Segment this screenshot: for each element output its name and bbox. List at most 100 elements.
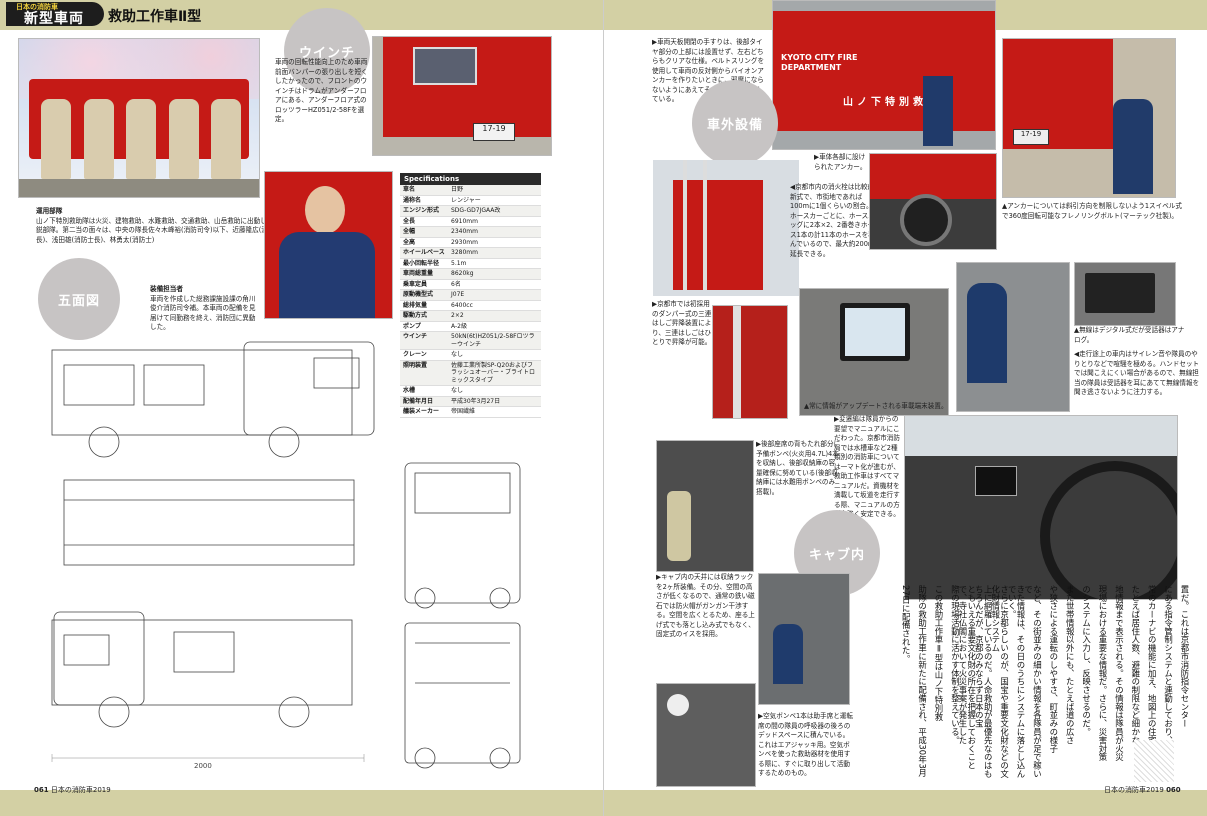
spec-key: 水槽	[400, 385, 448, 397]
officer-caption-title: 装備担当者	[150, 285, 183, 293]
body-text-column: 際の現場活動に活かす体制を整えている。	[950, 585, 961, 745]
ladder-truck-photo	[653, 160, 799, 296]
air-tank-photo	[656, 683, 756, 787]
officer-photo	[264, 171, 393, 319]
spec-key: 乗車定員	[400, 279, 448, 290]
truck-side-photo: KYOTO CITY FIRE DEPARTMENT 山ノ下特別救助隊	[772, 0, 996, 150]
radio-caption: ▲無線はデジタル式だが受話器はアナログ。	[1074, 326, 1185, 344]
spec-row: 水槽なし	[400, 385, 541, 397]
spec-value: J07E	[448, 289, 541, 301]
winch-photo: 17-19	[372, 36, 552, 156]
ladder-caption: ▶京都市では初採用のダンパー式の三連はしご昇降装置により、三連はしごはひとりで昇…	[652, 300, 712, 347]
crew-caption-title: 運用部隊	[36, 207, 63, 215]
five-view-blueprint: 2000	[51, 341, 375, 770]
spec-value: A-2級	[448, 321, 541, 332]
spec-value: 日野	[448, 185, 541, 196]
spec-key: ウインチ	[400, 331, 448, 350]
anchor-photo-plate: 17-19	[1013, 129, 1049, 145]
spec-value: 佐藤工業所製SP-Q20およびフラッシュオーバー・ブライトロミックスタイプ	[448, 360, 541, 386]
decorative-hatch	[1134, 740, 1174, 782]
dashboard-photo	[904, 415, 1178, 600]
crew-caption-body: 山ノ下特別救助隊は火災、建物救助、水難救助、交通救助、山岳救助に出動し、人命救助…	[36, 216, 353, 244]
paper-caption: ▶変遷編は隊員からの要望でマニュアルにこだわった。京都市消防局では水槽車など2種…	[834, 415, 900, 519]
spec-value: なし	[448, 385, 541, 397]
badge-small-text: 日本の消防車	[16, 3, 58, 11]
spec-value: レンジャー	[448, 195, 541, 206]
spec-key: 艤装メーカー	[400, 406, 448, 418]
officer-caption-body: 車両を作成した総務課施設課の角川俊介消防司令補。本車両の配備を見届けて同勤務を終…	[150, 294, 256, 332]
spec-value: 帝国繊維	[448, 406, 541, 418]
body-text-column: 上に網羅しているのだ。人命救助が最優先なのはもちろんだが、京都のみならず日本の宝	[974, 585, 994, 778]
radio-photo	[1074, 262, 1176, 326]
page-gutter	[603, 0, 604, 816]
spec-key: 車両総重量	[400, 268, 448, 280]
body-text-column: 助隊の救助工作車に新たに配備され、平成30年3月	[917, 585, 928, 778]
footer-bar-right	[604, 790, 1207, 816]
spec-key: 原動機型式	[400, 289, 448, 301]
spec-row: 艤装メーカー帝国繊維	[400, 406, 541, 418]
spec-value: 平成30年3月27日	[448, 396, 541, 407]
five-views-label: 五面図	[38, 258, 120, 340]
siren-caption: ◀走行途上の車内はサイレン音や隊員のやりとりなどで喧騒を極める。ハンドセットでは…	[1074, 350, 1200, 397]
spec-row: 通称名レンジャー	[400, 195, 541, 206]
spec-key: エンジン形式	[400, 205, 448, 217]
spec-value: 6910mm	[448, 216, 541, 227]
spec-key: 配備年月日	[400, 396, 448, 407]
radio-operator-photo	[956, 262, 1070, 412]
spec-key: ポンプ	[400, 321, 448, 332]
spec-value: 2×2	[448, 310, 541, 322]
winch-section-label: ウインチ	[284, 8, 370, 94]
spec-key: 駆動方式	[400, 310, 448, 322]
spec-value: 3280mm	[448, 247, 541, 259]
page-title: 救助工作車Ⅱ型	[108, 9, 202, 25]
body-text-column: 置だ。これは京都市消防指令センター	[1180, 585, 1190, 728]
body-text-column: この救助工作車Ⅱ型は山ノ下特別救	[934, 585, 944, 721]
body-text-column: さらに京都らしいのが、国宝や重要文化財などの文化財情報システム	[990, 585, 1010, 778]
license-plate: 17-19	[473, 123, 515, 141]
officer-caption: 装備担当者 車両を作成した総務課施設課の角川俊介消防司令補。本車両の配備を見届け…	[150, 285, 262, 333]
spec-row: 車名日野	[400, 185, 541, 196]
spec-key: ホイールベース	[400, 247, 448, 259]
spec-row: クレーンなし	[400, 349, 541, 361]
footer-right-text: 日本の消防車2019	[1104, 786, 1164, 794]
spec-key: 全幅	[400, 226, 448, 238]
spec-key: 総排気量	[400, 300, 448, 311]
spec-value: 6名	[448, 279, 541, 290]
ladder-closeup-photo	[712, 305, 788, 419]
spec-row: 照明装置佐藤工業所製SP-Q20およびフラッシュオーバー・ブライトロミックスタイ…	[400, 360, 541, 386]
body-text-column: 地情報まで表示される。その情報は隊員が火災	[1114, 585, 1125, 762]
page-number-left: 061 日本の消防車2019	[34, 785, 111, 795]
spec-row: 配備年月日平成30年3月27日	[400, 396, 541, 407]
right-page: ▶車両天板開閉の手すりは、後部タイヤ部分の上部には設置せず、左右どちらもクリアな…	[604, 0, 1207, 816]
spec-key: 車名	[400, 185, 448, 196]
footer-bar	[0, 790, 603, 816]
body-text-column: や狭さによる運転のしやすさ、町並みの様子	[1048, 585, 1059, 753]
tablet-caption: ▲常に情報がアップデートされる車載端末装置。	[804, 402, 948, 410]
spec-value: 2340mm	[448, 226, 541, 238]
spec-value: 50kN(6t)HZ051/2-58Fロツラーウインチ	[448, 331, 541, 350]
spec-value: 5.1m	[448, 258, 541, 269]
body-text-column: 27日に配備された。	[901, 585, 912, 663]
exterior-label-text: 車外設備	[706, 117, 763, 133]
body-text-column: 常のカーナビの機能に加え、地図上の住宅	[1147, 585, 1158, 745]
body-text-column: 現場における重要な情報だ。さらに、災害対策	[1098, 585, 1108, 762]
body-text-column: きた情報は、その日のうちにシステムに落とし込んでいく。	[1007, 585, 1026, 778]
spec-key: 通称名	[400, 195, 448, 206]
section-badge: 日本の消防車 新型車両	[6, 2, 104, 27]
anchor-caption: ▶車体各部に設けられたアンカー。	[814, 153, 867, 171]
spec-key: 照明装置	[400, 360, 448, 386]
spec-value: SDG-GD7JGAA改	[448, 205, 541, 217]
hose-caption: ◀京都市内の消火栓は比較的新式で、市街地であれば100mに1個くらいの割合。ホー…	[790, 183, 875, 258]
wheel-anchor-photo	[869, 153, 997, 250]
winch-caption: 車両の回転性能向上のため車両前面バンパーの張り出しを短くしたかったので、フロント…	[275, 58, 368, 124]
